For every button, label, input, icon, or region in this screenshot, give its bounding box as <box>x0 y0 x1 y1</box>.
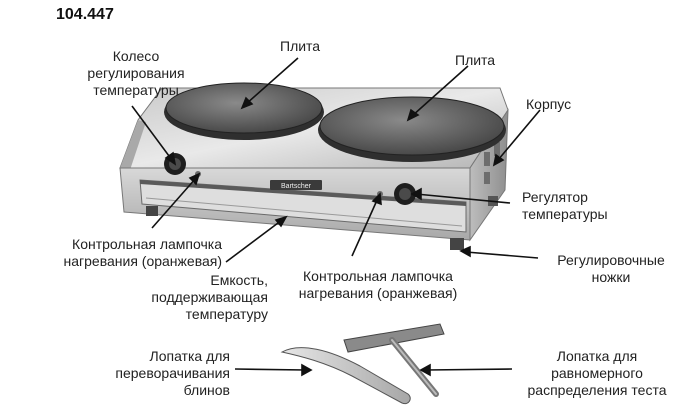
cooking-plate-right <box>318 96 506 162</box>
label-adjust-feet: Регулировочные ножки <box>557 252 665 285</box>
brand-plate-text: Bartscher <box>281 183 312 190</box>
model-number: 104.447 <box>56 6 114 23</box>
label-container: Емкость, поддерживающая температуру <box>151 272 268 322</box>
label-temp-regulator: Регулятор температуры <box>522 189 608 222</box>
leader-lines <box>131 57 541 377</box>
turning-spatula <box>280 347 411 405</box>
label-plate-left: Плита <box>280 38 321 54</box>
label-lamp-right: Контрольная лампочка нагревания (оранжев… <box>298 268 458 301</box>
cooking-plate-left <box>164 82 324 140</box>
label-plate-right: Плита <box>455 52 496 68</box>
label-turning-spatula: Лопатка для переворачивания блинов <box>115 348 230 398</box>
label-lamp-left: Контрольная лампочка нагревания (оранжев… <box>63 236 223 269</box>
temperature-knob-right <box>394 183 416 205</box>
batter-spreader <box>343 323 445 397</box>
label-spreader: Лопатка для равномерного распределения т… <box>527 348 667 398</box>
label-body: Корпус <box>526 96 572 112</box>
label-wheel-regulator: Колесо регулирования температуры <box>87 48 185 98</box>
